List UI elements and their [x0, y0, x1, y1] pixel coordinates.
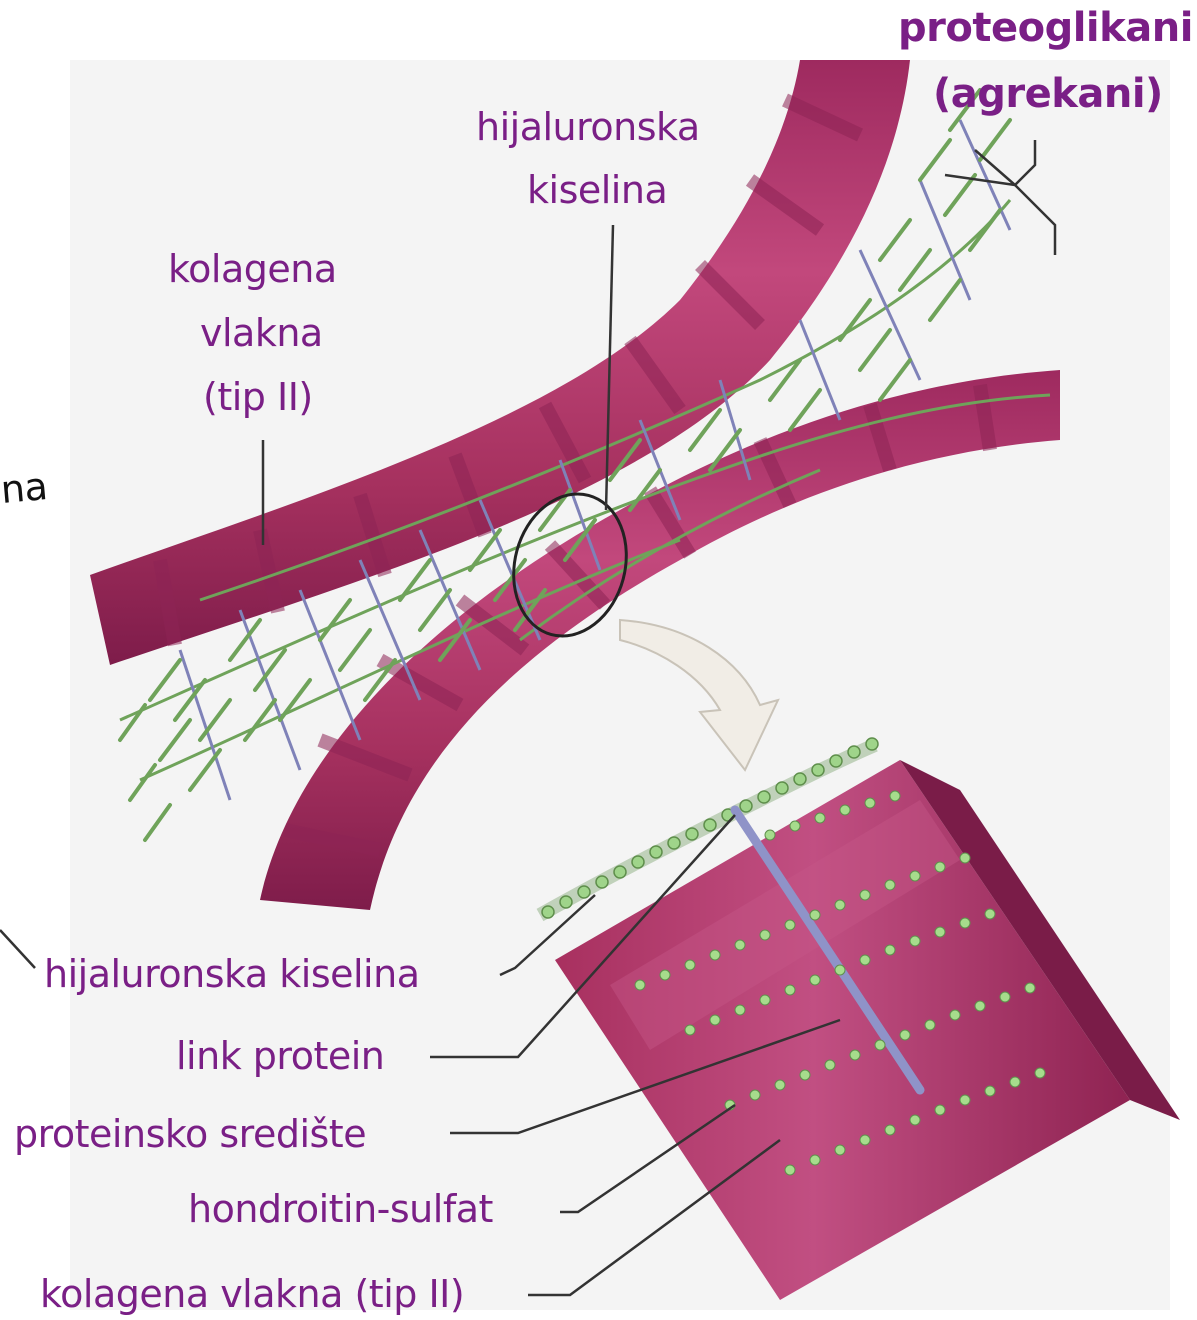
label-detail-hyaluronic: hijaluronska kiselina: [44, 955, 419, 993]
label-cut-off-left: ana: [0, 467, 49, 511]
label-detail-collagen: kolagena vlakna (tip II): [40, 1275, 464, 1313]
label-detail-chondroitin: hondroitin-sulfat: [188, 1190, 493, 1228]
label-collagen-top-line1: kolagena: [168, 250, 337, 288]
label-collagen-top-line3: (tip II): [203, 378, 313, 416]
label-detail-core-protein: proteinsko središte: [14, 1115, 366, 1153]
label-collagen-top-line2: vlakna: [200, 314, 323, 352]
label-hyaluronic-top-line2: kiselina: [527, 171, 667, 209]
label-detail-link-protein: link protein: [176, 1037, 384, 1075]
label-proteoglycans-line2: (agrekani): [933, 74, 1163, 114]
label-hyaluronic-top-line1: hijaluronska: [476, 108, 700, 146]
label-proteoglycans-line1: proteoglikani: [898, 8, 1193, 48]
